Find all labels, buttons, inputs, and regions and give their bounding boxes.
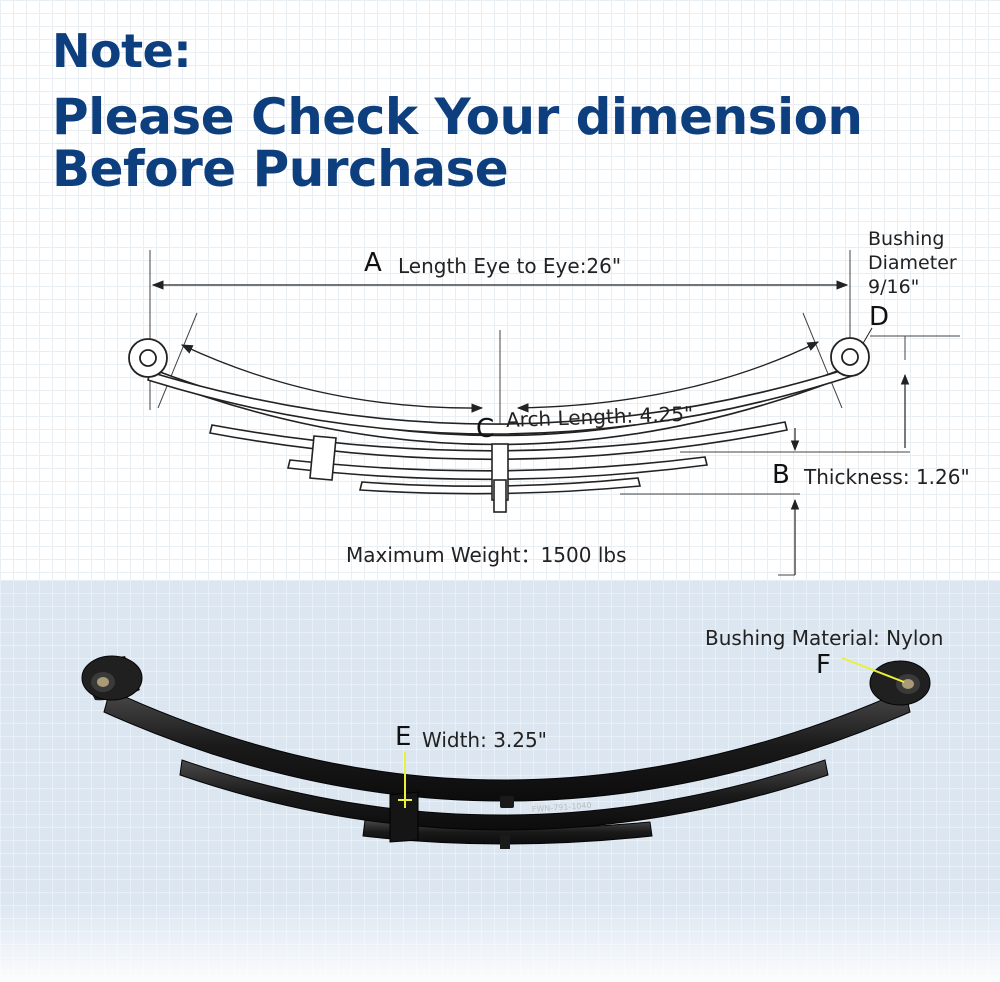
spring-bolt-head [500,796,514,808]
bushing-diameter-value: 9/16" [868,276,920,298]
check-dimension-heading: Please Check Your dimension [52,88,863,146]
width-label: Width: 3.25" [422,728,547,752]
part-number: FWN-791-1040 [532,801,592,814]
label-c: C [476,414,495,444]
bushing-callout-line [841,657,905,683]
bushing-diameter-line1: Bushing [868,228,945,250]
label-b: B [772,460,790,490]
clamp-drawing [309,435,337,481]
bushing-diameter-line2: Diameter [868,252,957,274]
note-heading: Note: [52,24,192,78]
label-f: F [816,650,831,680]
before-purchase-heading: Before Purchase [52,140,509,198]
label-d: D [869,302,890,332]
grid-background-top [0,0,1000,580]
spring-clamp [389,791,419,843]
label-a: A [364,248,382,278]
arch-arrow-right [516,341,820,413]
maximum-weight-label: Maximum Weight：1500 lbs [346,543,627,567]
arch-arrow-left [180,344,484,413]
bottom-fade [0,900,1000,982]
length-eye-to-eye-label: Length Eye to Eye:26" [398,254,622,278]
thickness-label: Thickness: 1.26" [804,465,970,489]
label-e: E [395,722,412,752]
bushing-material-label: Bushing Material: Nylon [705,626,944,650]
